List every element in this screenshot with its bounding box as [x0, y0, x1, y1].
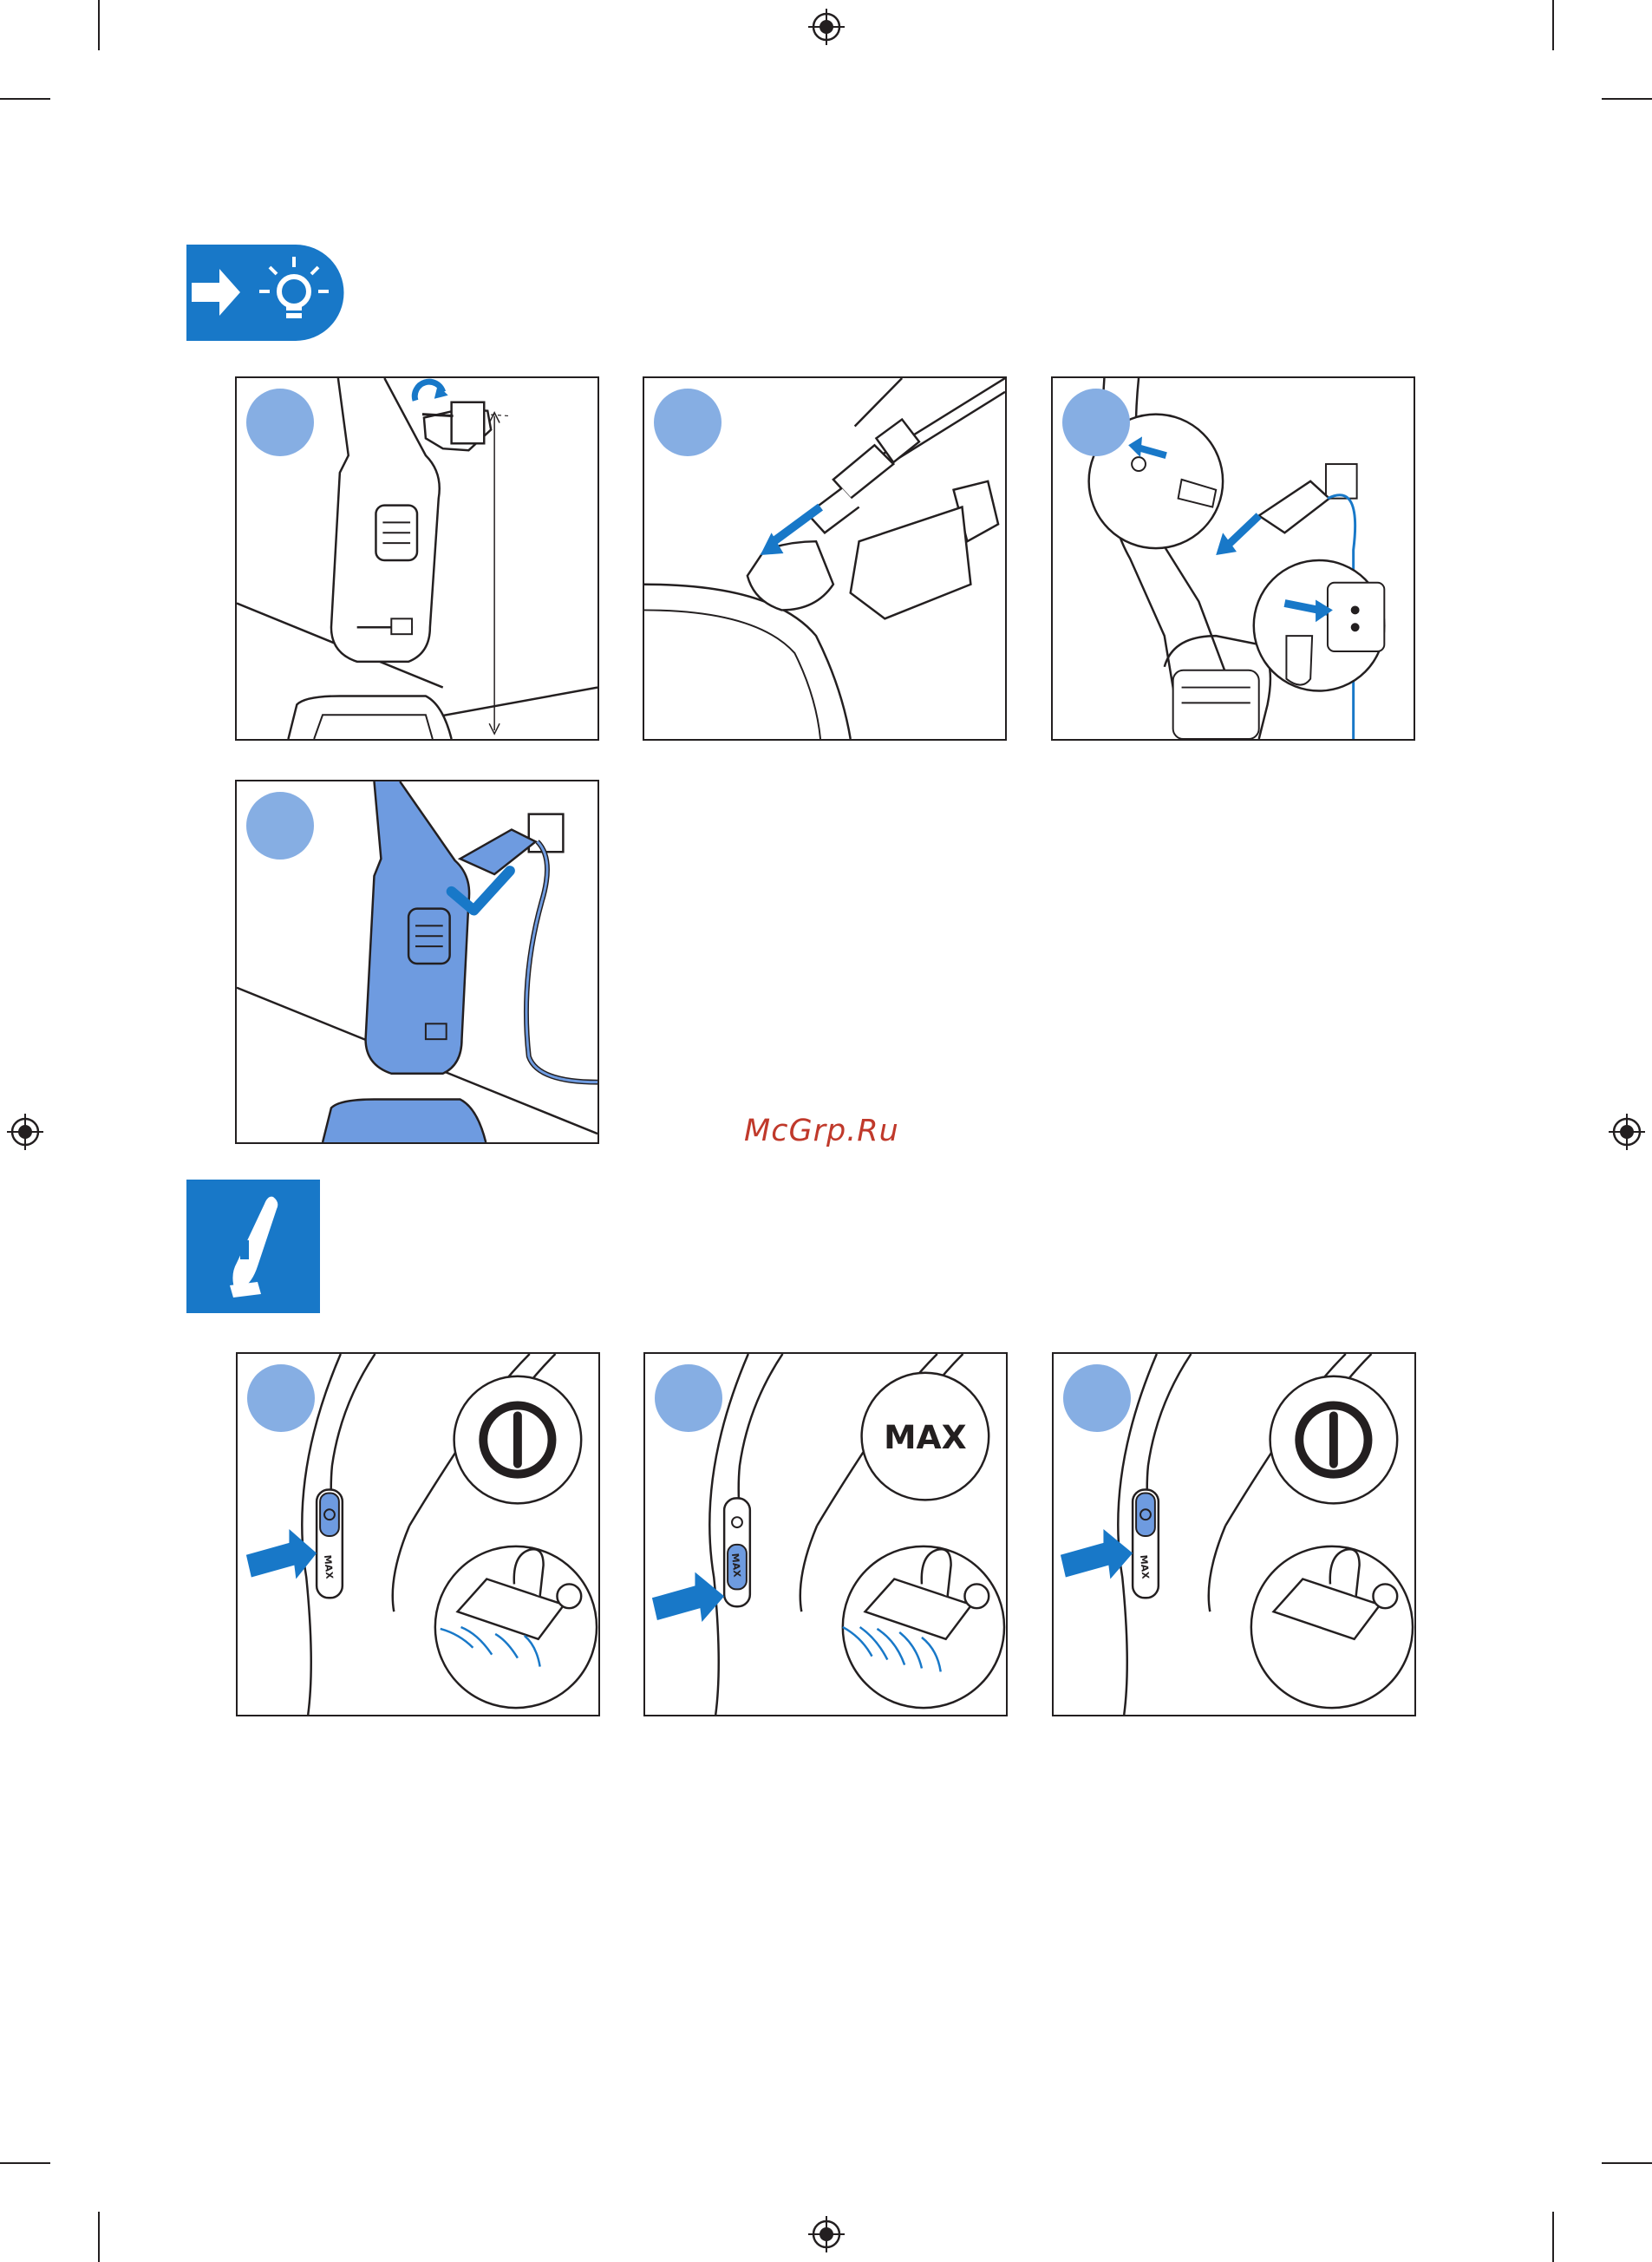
crop-mark — [0, 98, 50, 100]
max-label: MAX — [1138, 1554, 1151, 1579]
max-label: MAX — [729, 1553, 742, 1578]
crop-mark — [1602, 98, 1652, 100]
step-number-circle — [247, 1364, 315, 1432]
mode-panel-1: MAX — [236, 1352, 600, 1716]
max-badge-text: MAX — [884, 1418, 967, 1456]
step-number-circle — [246, 792, 314, 860]
step-number-circle — [655, 1364, 722, 1432]
step-panel-4 — [235, 780, 599, 1144]
registration-mark-left — [5, 1112, 45, 1152]
mode-panel-2: MAX MAX — [643, 1352, 1008, 1716]
registration-mark-bottom — [806, 2214, 846, 2254]
step-panel-2 — [643, 376, 1007, 741]
registration-mark-right — [1607, 1112, 1647, 1152]
mode-panel-3: MAX — [1052, 1352, 1416, 1716]
step-number-circle — [246, 389, 314, 456]
step-number-circle — [654, 389, 722, 456]
arrow-lightbulb-icon — [186, 245, 344, 341]
step-number-circle — [1063, 1364, 1131, 1432]
max-label: MAX — [322, 1554, 335, 1579]
registration-mark-top — [806, 7, 846, 47]
crop-mark — [1552, 2212, 1554, 2262]
crop-mark — [98, 2212, 100, 2262]
crop-mark — [1602, 2162, 1652, 2164]
crop-mark — [98, 0, 100, 50]
step-number-circle — [1062, 389, 1130, 456]
crop-mark — [1552, 0, 1554, 50]
vacuum-cleaner-icon — [186, 1180, 320, 1313]
step-panel-1 — [235, 376, 599, 741]
watermark: McGrp.Ru — [744, 1114, 899, 1148]
step-panel-3 — [1051, 376, 1415, 741]
crop-mark — [0, 2162, 50, 2164]
